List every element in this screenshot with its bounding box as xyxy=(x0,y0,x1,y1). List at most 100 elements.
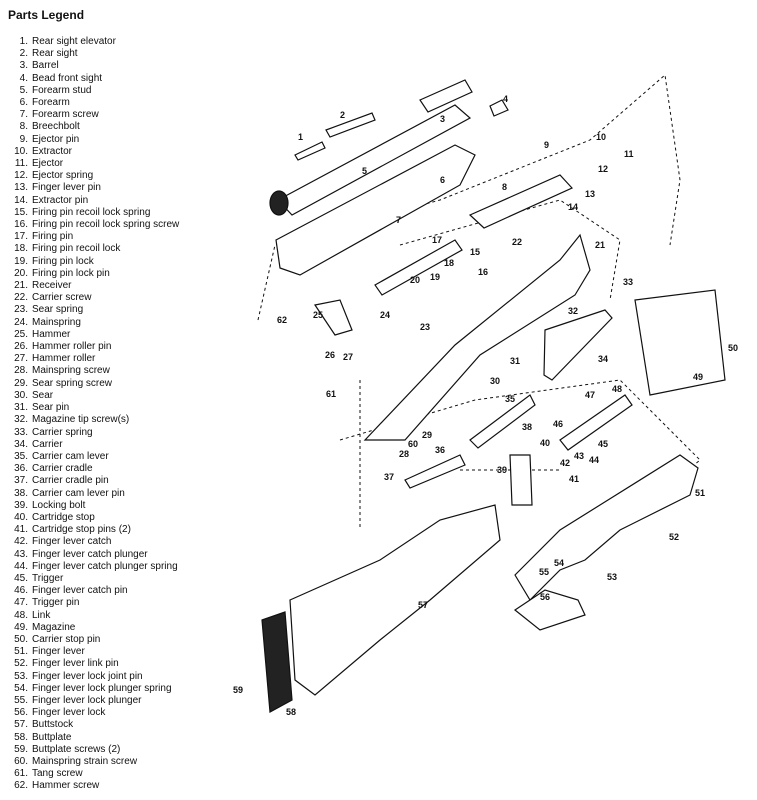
callout-11: 11 xyxy=(624,149,634,159)
callout-22: 22 xyxy=(512,237,522,247)
callout-5: 5 xyxy=(362,166,367,176)
callout-33: 33 xyxy=(623,277,633,287)
legend-item-number: 7. xyxy=(19,109,28,121)
legend-item-number: 55. xyxy=(14,694,28,706)
legend-item-label: Mainspring strain screw xyxy=(32,755,138,767)
legend-item-number: 47. xyxy=(14,597,28,609)
legend-item-label: Carrier cam lever pin xyxy=(32,487,125,499)
callout-12: 12 xyxy=(598,164,608,174)
callout-10: 10 xyxy=(596,132,606,142)
legend-item-number: 57. xyxy=(14,719,28,731)
legend-item-label: Carrier spring xyxy=(32,426,93,438)
legend-item-label: Forearm stud xyxy=(32,84,92,96)
legend-item-number: 43. xyxy=(14,548,28,560)
legend-item: 53.Finger lever lock joint pin xyxy=(10,671,179,683)
link-part xyxy=(559,394,633,451)
callout-3: 3 xyxy=(440,114,445,124)
legend-item: 25.Hammer xyxy=(10,329,179,341)
legend-item-number: 5. xyxy=(19,84,28,96)
legend-item: 2.Rear sight xyxy=(10,48,179,60)
legend-item-number: 9. xyxy=(19,133,28,145)
legend-item-number: 32. xyxy=(14,414,28,426)
legend-item: 61.Tang screw xyxy=(10,768,179,780)
legend-item-label: Trigger xyxy=(32,572,64,584)
legend-item: 1. Rear sight elevator xyxy=(10,36,179,48)
legend-item-number: 30. xyxy=(14,389,28,401)
legend-item-number: 15. xyxy=(14,206,28,218)
legend-item-label: Breechbolt xyxy=(32,121,80,133)
legend-item-label: Ejector spring xyxy=(32,170,94,182)
barrel-forearm-group xyxy=(269,79,509,276)
legend-item-number: 37. xyxy=(14,475,28,487)
hammer-part xyxy=(314,299,353,336)
legend-item: 42.Finger lever catch xyxy=(10,536,179,548)
legend-item: 13.Finger lever pin xyxy=(10,182,179,194)
legend-item-number: 35. xyxy=(14,450,28,462)
legend-item: 48.Link xyxy=(10,610,179,622)
front-sight-part xyxy=(489,99,509,117)
legend-item-number: 16. xyxy=(14,219,28,231)
legend-item-number: 22. xyxy=(14,292,28,304)
legend-item: 62.Hammer screw xyxy=(10,780,179,792)
legend-item: 45. Trigger xyxy=(10,573,179,585)
legend-item-label: Receiver xyxy=(32,280,72,292)
breechbolt-part xyxy=(468,174,574,229)
callout-58: 58 xyxy=(286,707,296,717)
callout-17: 17 xyxy=(432,235,442,245)
callout-30: 30 xyxy=(490,376,500,386)
legend-item-number: 40. xyxy=(14,511,28,523)
legend-item-number: 13. xyxy=(14,182,28,194)
legend-item-label: Firing pin xyxy=(32,231,74,243)
legend-item-label: Carrier xyxy=(32,438,63,450)
callout-38: 38 xyxy=(522,422,532,432)
magazine-part xyxy=(634,289,726,396)
callout-9: 9 xyxy=(544,140,549,150)
legend-item-label: Link xyxy=(32,609,51,621)
callout-31: 31 xyxy=(510,356,520,366)
legend-item: 33.Carrier spring xyxy=(10,427,179,439)
callout-60: 60 xyxy=(408,439,418,449)
legend-item: 31.Sear pin xyxy=(10,402,179,414)
legend-item-number: 1. xyxy=(19,36,28,47)
legend-item-number: 54. xyxy=(14,682,28,694)
barrel-muzzle xyxy=(269,190,289,216)
legend-item-number: 34. xyxy=(14,438,28,450)
legend-item-number: 45. xyxy=(14,572,28,584)
legend-item-number: 56. xyxy=(14,707,28,719)
callout-50: 50 xyxy=(728,343,738,353)
legend-item-label: Hammer roller xyxy=(32,353,96,365)
callout-34: 34 xyxy=(598,354,608,364)
legend-item: 55. Finger lever lock plunger xyxy=(10,695,179,707)
buttstock-part xyxy=(289,504,501,696)
legend-item: 3.Barrel xyxy=(10,60,179,72)
legend-item-label: Tang screw xyxy=(32,768,83,780)
legend-item-label: Finger lever lock plunger xyxy=(32,694,142,706)
callout-41: 41 xyxy=(569,474,579,484)
legend-item-label: Buttplate xyxy=(32,731,72,743)
legend-item: 19.Firing pin lock xyxy=(10,256,179,268)
exploded-rifle-diagram: 1 2 3 4 5 6 7 8 9 10 11 12 13 14 15 16 1… xyxy=(233,74,738,717)
legend-item-number: 12. xyxy=(14,170,28,182)
rear-sight-elevator-part xyxy=(294,141,326,161)
legend-item: 23.Sear spring xyxy=(10,304,179,316)
legend-item: 36.Carrier cradle xyxy=(10,463,179,475)
callout-61: 61 xyxy=(326,389,336,399)
legend-item: 59.Buttplate screws (2) xyxy=(10,744,179,756)
legend-item: 22.Carrier screw xyxy=(10,292,179,304)
callout-32: 32 xyxy=(568,306,578,316)
legend-item-number: 38. xyxy=(14,487,28,499)
callout-20: 20 xyxy=(410,275,420,285)
callout-49: 49 xyxy=(693,372,703,382)
legend-item-label: Buttplate screws (2) xyxy=(32,743,121,755)
legend-item-label: Firing pin recoil lock spring screw xyxy=(32,219,180,231)
legend-item: 15.Firing pin recoil lock spring xyxy=(10,207,179,219)
legend-item-label: Cartridge stop xyxy=(32,511,95,523)
legend-item: 6.Forearm xyxy=(10,97,179,109)
legend-item-number: 36. xyxy=(14,463,28,475)
callout-36: 36 xyxy=(435,445,445,455)
legend-item-number: 8. xyxy=(19,121,28,133)
callout-52: 52 xyxy=(669,532,679,542)
callout-labels: 1 2 3 4 5 6 7 8 9 10 11 12 13 14 15 16 1… xyxy=(233,94,738,717)
legend-item-label: Rear sight elevator xyxy=(32,36,116,47)
callout-18: 18 xyxy=(444,258,454,268)
